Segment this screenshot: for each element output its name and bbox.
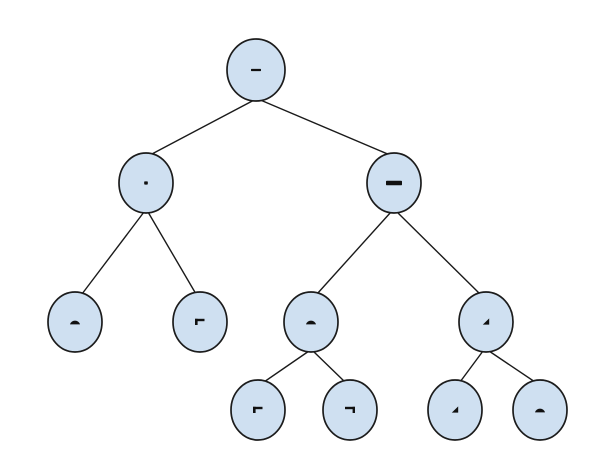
edge-layer bbox=[81, 98, 536, 383]
tick-dot-glyph bbox=[144, 181, 148, 185]
tree-edge bbox=[147, 211, 197, 295]
corner-left-glyph bbox=[195, 318, 205, 325]
tree-node[interactable]: — bbox=[366, 152, 422, 214]
minus-glyph bbox=[251, 68, 261, 72]
corner-left-glyph bbox=[253, 406, 263, 413]
node-circle[interactable] bbox=[322, 379, 378, 441]
tree-edge bbox=[263, 350, 310, 383]
triangle-tick-glyph bbox=[451, 406, 459, 413]
tree-node[interactable]: ◢ bbox=[427, 379, 483, 441]
caret-arc-glyph bbox=[535, 408, 545, 413]
tree-edge bbox=[257, 98, 391, 156]
tree-edge bbox=[81, 211, 145, 295]
tree-node[interactable]: ⌜ bbox=[172, 291, 228, 353]
node-circle[interactable] bbox=[230, 379, 286, 441]
node-circle[interactable] bbox=[172, 291, 228, 353]
tree-node[interactable]: ◢ bbox=[458, 291, 514, 353]
node-layer: -´ — ^ ⌜ ^ ◢ ⌜ ¬ ◢ ^ bbox=[47, 38, 568, 441]
caret-arc-glyph bbox=[306, 320, 316, 325]
tree-edge bbox=[316, 211, 392, 295]
corner-right-glyph bbox=[345, 406, 355, 413]
tree-edge bbox=[459, 350, 484, 383]
tree-edge bbox=[488, 350, 536, 383]
tree-node[interactable]: ^ bbox=[512, 379, 568, 441]
tree-node[interactable]: ¬ bbox=[322, 379, 378, 441]
caret-arc-glyph bbox=[70, 320, 80, 325]
tree-edge bbox=[312, 350, 346, 383]
tree-node[interactable]: ^ bbox=[283, 291, 339, 353]
tree-node[interactable]: ^ bbox=[47, 291, 103, 353]
bold-minus-glyph bbox=[386, 180, 402, 186]
tree-edge bbox=[149, 98, 257, 156]
tree-node[interactable]: ´ bbox=[118, 152, 174, 214]
tree-node[interactable]: - bbox=[226, 38, 286, 102]
triangle-tick-glyph bbox=[482, 318, 490, 325]
tree-node[interactable]: ⌜ bbox=[230, 379, 286, 441]
tree-edge bbox=[396, 211, 481, 295]
